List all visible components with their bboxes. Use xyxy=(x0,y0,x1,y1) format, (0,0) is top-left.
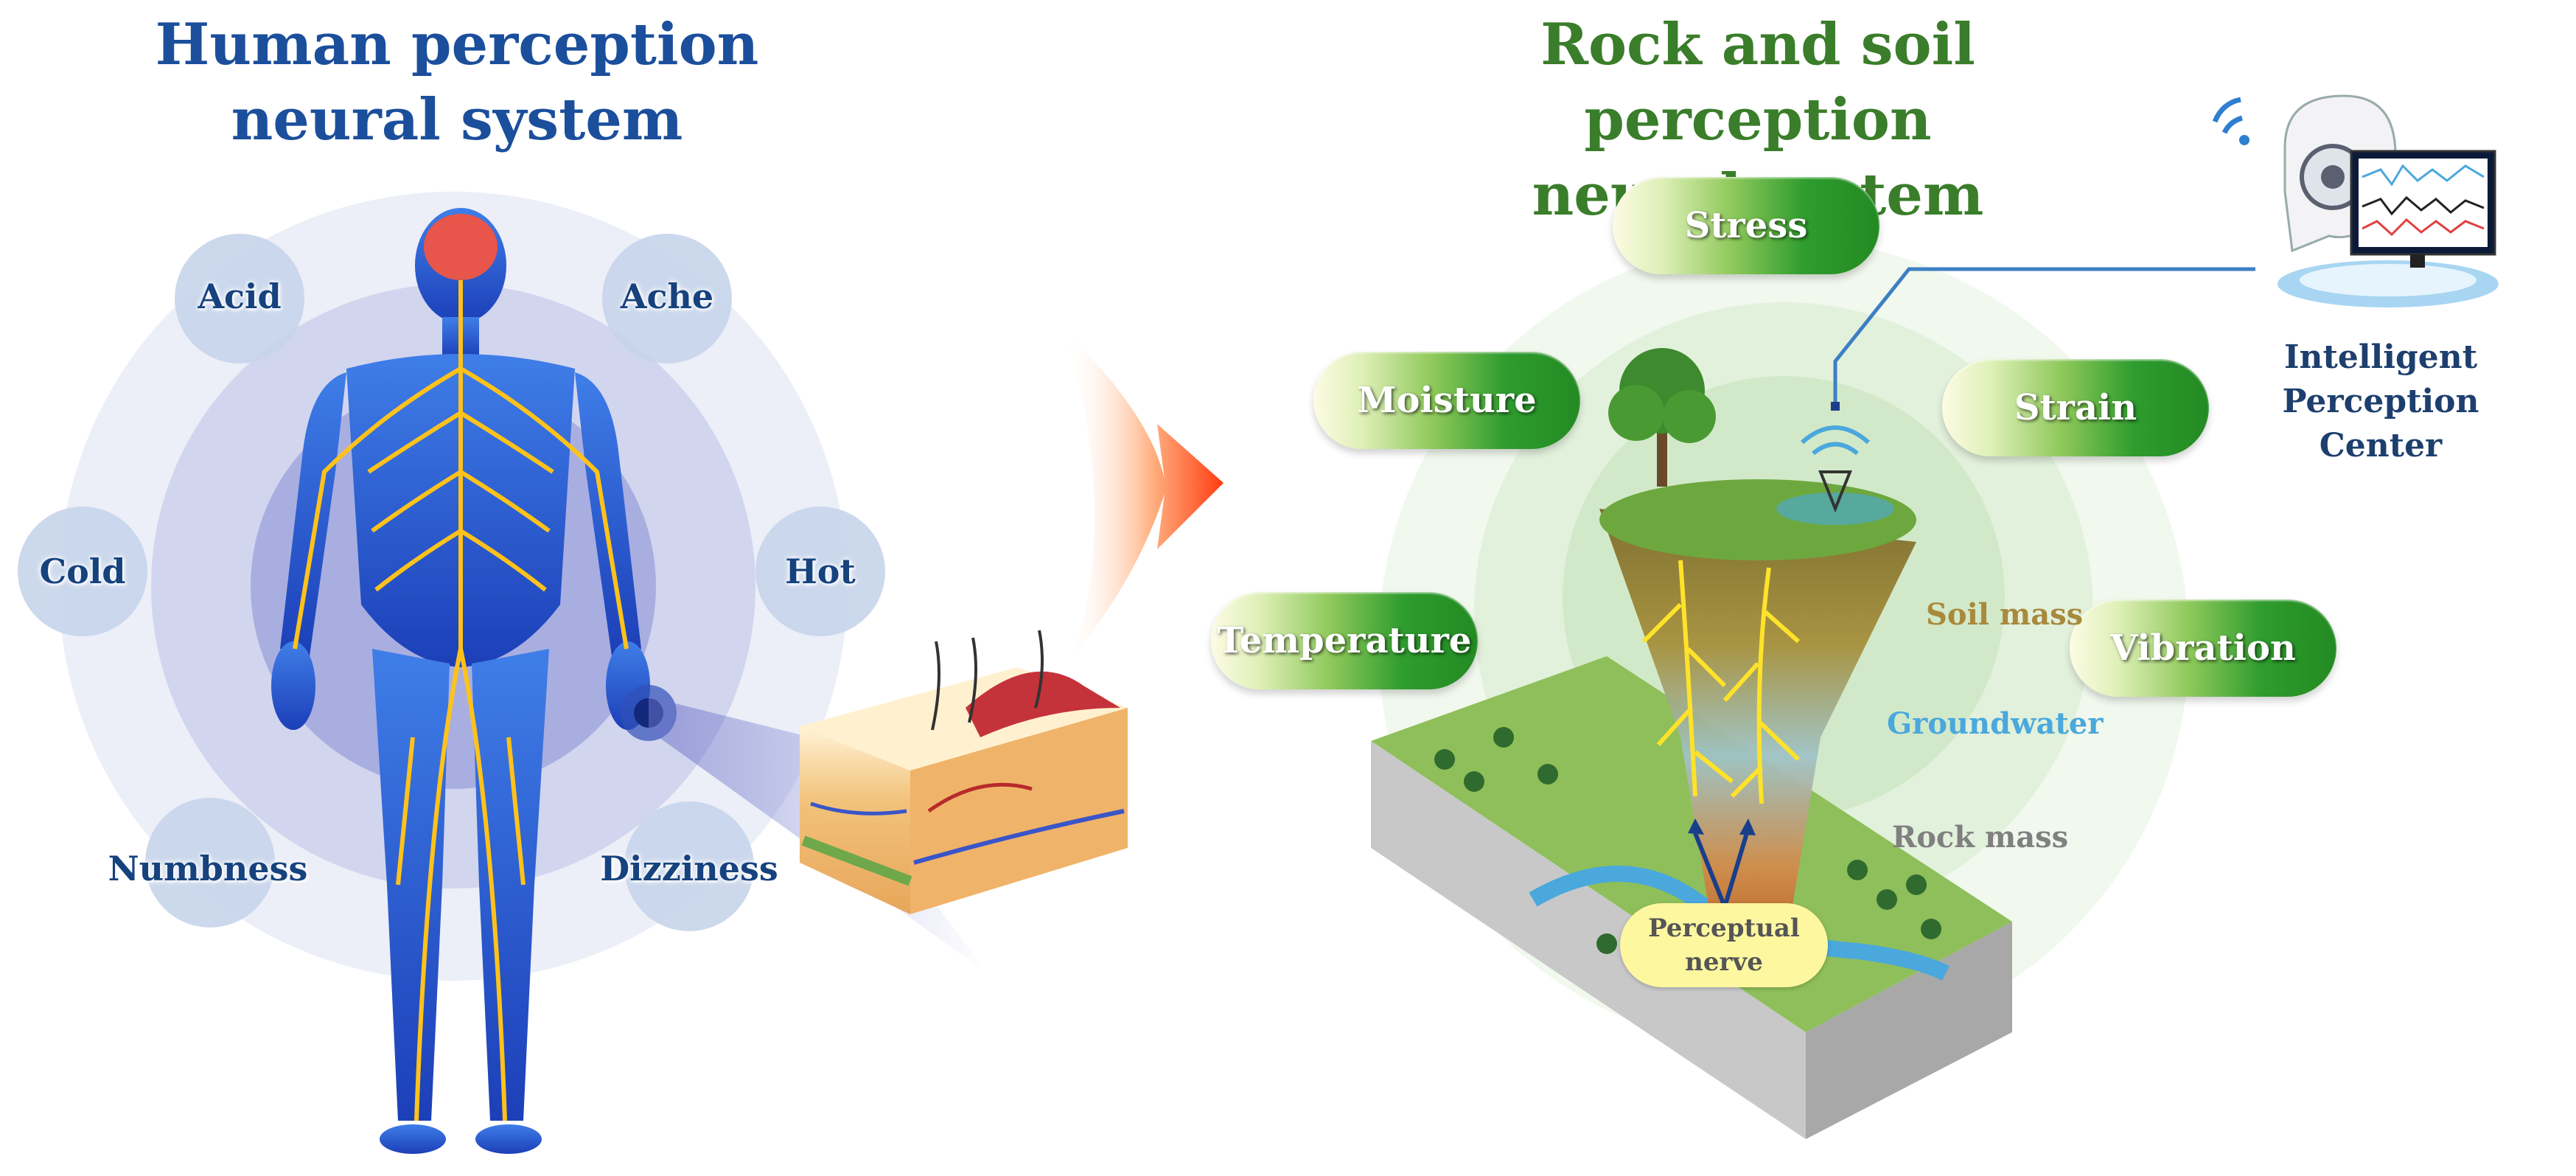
layer-soil-mass: Soil mass xyxy=(1926,597,2084,632)
human-body-figure xyxy=(271,208,677,1154)
signal-link-line xyxy=(1833,267,2255,402)
pill-strain: Strain xyxy=(1942,359,2209,456)
brain-icon xyxy=(424,214,498,280)
pill-temperature: Temperature xyxy=(1211,592,1478,689)
pill-temperature-label: Temperature xyxy=(1217,620,1472,661)
wireless-sensor-icon xyxy=(1776,402,1894,525)
sensation-cold: Cold xyxy=(39,552,126,591)
layer-rock-mass: Rock mass xyxy=(1892,820,2069,855)
nerve-network xyxy=(293,280,629,1121)
left-title-line-2: neural system xyxy=(231,86,683,153)
transition-arrow-icon xyxy=(1065,332,1224,656)
sensation-hot: Hot xyxy=(785,552,856,591)
center-label-line-2: Center xyxy=(2319,427,2443,465)
right-title-line-1: Rock and soil perception xyxy=(1540,11,1975,153)
skin-section-illustration xyxy=(800,630,1128,914)
pill-moisture-label: Moisture xyxy=(1357,380,1537,421)
layer-groundwater: Groundwater xyxy=(1887,706,2104,741)
sensation-numbness: Numbness xyxy=(108,849,308,888)
perceptual-nerve-label: Perceptual nerve xyxy=(1620,903,1828,987)
pill-stress: Stress xyxy=(1613,177,1879,274)
intelligent-center-icon xyxy=(2212,94,2499,307)
perceptual-nerve-line-2: nerve xyxy=(1685,947,1763,977)
left-title-line-1: Human perception xyxy=(155,11,759,78)
center-label-line-1: Intelligent Perception xyxy=(2282,338,2479,420)
sensation-bubbles xyxy=(18,234,885,931)
pill-vibration-label: Vibration xyxy=(2110,627,2296,669)
sensation-dizziness: Dizziness xyxy=(600,849,778,888)
right-title: Rock and soil perception neural system xyxy=(1386,7,2130,233)
sensation-acid: Acid xyxy=(198,276,282,316)
perceptual-nerve-line-1: Perceptual xyxy=(1648,914,1800,943)
perceptual-nerve-roots xyxy=(1641,560,1801,804)
pill-strain-label: Strain xyxy=(2014,387,2137,428)
pill-moisture: Moisture xyxy=(1313,352,1580,449)
pill-stress-label: Stress xyxy=(1684,205,1808,246)
sensation-ache: Ache xyxy=(620,276,714,316)
left-title: Human perception neural system xyxy=(125,7,789,158)
intelligent-center-label: Intelligent Perception Center xyxy=(2200,335,2561,468)
pill-vibration: Vibration xyxy=(2070,599,2336,697)
